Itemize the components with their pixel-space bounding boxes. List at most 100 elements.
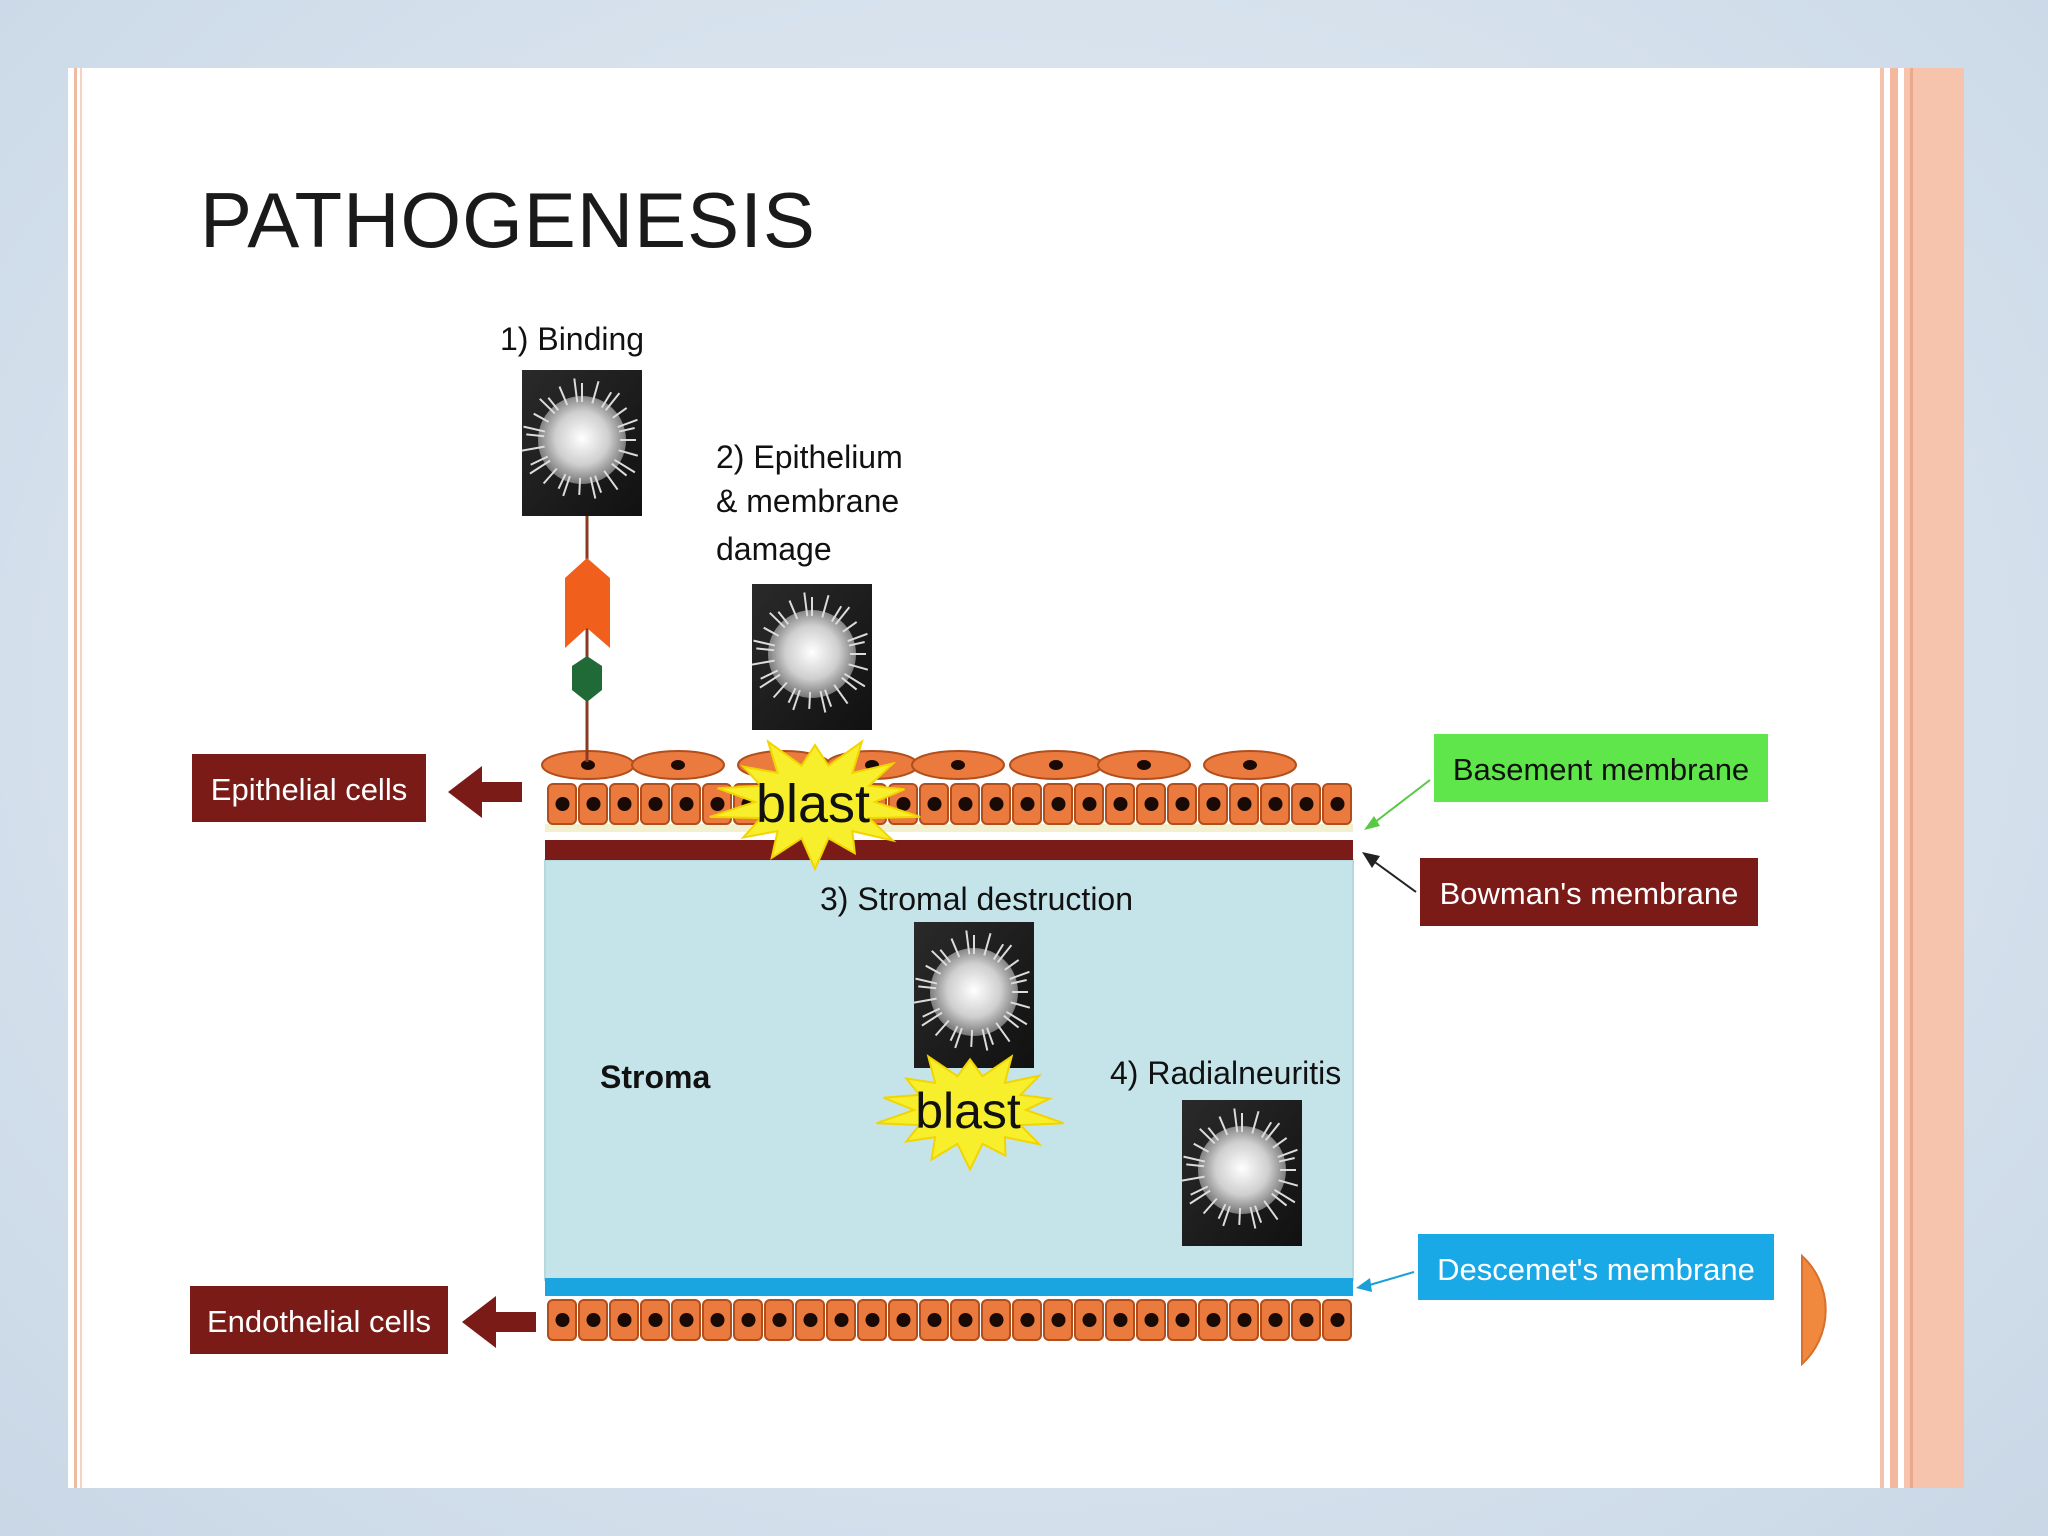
amoeba-spike — [1251, 1111, 1260, 1134]
endothelial-cells-label-box — [190, 1286, 448, 1354]
bowman-pointer-icon — [1362, 852, 1380, 868]
amoeba-spike — [1207, 1127, 1220, 1141]
amoeba-image-binding — [521, 370, 642, 516]
amoeba-spike — [992, 943, 1005, 961]
step-damage-label-line2: & membrane — [716, 483, 899, 519]
endothelial-cell-nucleus — [772, 1313, 787, 1327]
endothelial-cell-nucleus — [710, 1313, 725, 1327]
amoeba-spike — [1254, 1205, 1263, 1223]
amoeba-spike — [1186, 1163, 1205, 1168]
epithelial-cell-nucleus — [1082, 797, 1097, 811]
amoeba-spike — [542, 467, 558, 485]
endothelial-cell-nucleus — [679, 1313, 694, 1327]
amoeba-spike — [617, 418, 638, 428]
amoeba-spike — [787, 687, 797, 704]
step-binding-label: 1) Binding — [500, 321, 644, 357]
amoeba-spike — [950, 938, 961, 958]
amoeba-spike — [1004, 959, 1020, 971]
step-damage-label-line1: 2) Epithelium — [716, 439, 903, 475]
endothelial-cell-nucleus — [555, 1313, 570, 1327]
amoeba-spike — [996, 944, 1013, 963]
amoeba-spike — [772, 681, 788, 699]
blast-label-stroma: blast — [915, 1083, 1021, 1139]
surface-cell-nucleus — [1243, 760, 1257, 770]
basement-pointer-icon — [1364, 816, 1380, 830]
slide-right-border-thin — [1880, 68, 1884, 1488]
binding-ligand-icon — [565, 558, 610, 648]
amoeba-spike — [819, 690, 827, 713]
endothelial-arrow-icon — [462, 1296, 536, 1348]
amoeba-spike — [913, 997, 937, 1004]
amoeba-spike — [925, 964, 942, 975]
slide-left-border-inner — [80, 68, 82, 1488]
bowman-membrane-label-box — [1420, 858, 1758, 926]
endothelial-cell-nucleus — [1268, 1313, 1283, 1327]
epithelial-cell-row — [547, 783, 1352, 825]
endothelial-cell-nucleus — [958, 1313, 973, 1327]
amoeba-spike — [834, 606, 851, 625]
epithelial-cell-nucleus — [896, 797, 911, 811]
amoeba-spike — [922, 1007, 941, 1018]
endothelial-cell-nucleus — [865, 1313, 880, 1327]
amoeba-spike — [558, 386, 569, 406]
amoeba-spike — [777, 611, 790, 625]
amoeba-spike — [986, 1027, 995, 1045]
amoeba-spike — [1181, 1175, 1205, 1182]
endothelial-cell-nucleus — [617, 1313, 632, 1327]
descemet-membrane-label: Descemet's membrane — [1437, 1252, 1755, 1287]
amoeba-spike — [604, 392, 621, 411]
epithelial-cell-nucleus — [679, 797, 694, 811]
amoeba-spike — [530, 455, 549, 466]
amoeba-image-damage — [751, 584, 872, 730]
basement-membrane-layer — [545, 824, 1353, 832]
epithelial-cell-nucleus — [1299, 797, 1314, 811]
amoeba-spike — [788, 600, 799, 620]
step-damage-label-line3: damage — [716, 531, 832, 567]
endothelial-cell-nucleus — [1175, 1313, 1190, 1327]
amoeba-spike — [954, 1027, 963, 1049]
amoeba-spike — [591, 381, 600, 404]
amoeba-spike — [763, 626, 780, 637]
basement-membrane-label-box — [1434, 734, 1768, 802]
amoeba-spike — [1272, 1137, 1288, 1149]
bowman-membrane-label: Bowman's membrane — [1440, 876, 1739, 911]
amoeba-spike — [618, 427, 635, 433]
amoeba-spike — [533, 412, 550, 423]
amoeba-spike — [931, 950, 948, 967]
epithelial-cell-nucleus — [710, 797, 725, 811]
amoeba-spike — [1263, 1200, 1279, 1221]
amoeba-spike — [1249, 1206, 1257, 1229]
amoeba-spike — [759, 673, 781, 689]
descemet-membrane-label-box — [1418, 1234, 1774, 1300]
endothelial-cell-nucleus — [1299, 1313, 1314, 1327]
blast-burst-top — [709, 739, 921, 872]
epithelial-cell-nucleus — [1330, 797, 1345, 811]
epithelial-cell-nucleus — [1113, 797, 1128, 811]
slide-left-border — [74, 68, 77, 1488]
amoeba-spike — [1271, 1192, 1288, 1207]
stroma-label: Stroma — [600, 1059, 710, 1095]
amoeba-spike — [1193, 1142, 1210, 1153]
epithelial-cell-nucleus — [555, 797, 570, 811]
descemet-pointer-icon — [1356, 1278, 1372, 1292]
amoeba-spike — [612, 407, 628, 419]
epithelial-cell-nucleus — [1144, 797, 1159, 811]
epithelial-cell-nucleus — [1268, 797, 1283, 811]
amoeba-spike — [995, 1022, 1011, 1043]
amoeba-spike — [918, 985, 937, 990]
binding-receptor-icon — [572, 656, 602, 702]
surface-cell-nucleus — [581, 760, 595, 770]
epithelial-cells-label-box — [192, 754, 426, 822]
amoeba-spike — [983, 933, 992, 956]
slide-right-border-band — [1904, 68, 1964, 1488]
bowman-pointer-line — [1371, 859, 1417, 893]
step-stromal-label: 3) Stromal destruction — [820, 881, 1133, 917]
basement-membrane-label: Basement membrane — [1453, 752, 1749, 787]
amoeba-spike — [970, 1029, 974, 1047]
amoeba-spike — [1278, 1157, 1295, 1163]
bowman-membrane-layer — [545, 840, 1353, 860]
amoeba-spike — [521, 445, 545, 452]
amoeba-spike — [1010, 1001, 1031, 1009]
blast-burst-stroma — [876, 1054, 1064, 1172]
amoeba-spike — [1199, 1128, 1216, 1145]
